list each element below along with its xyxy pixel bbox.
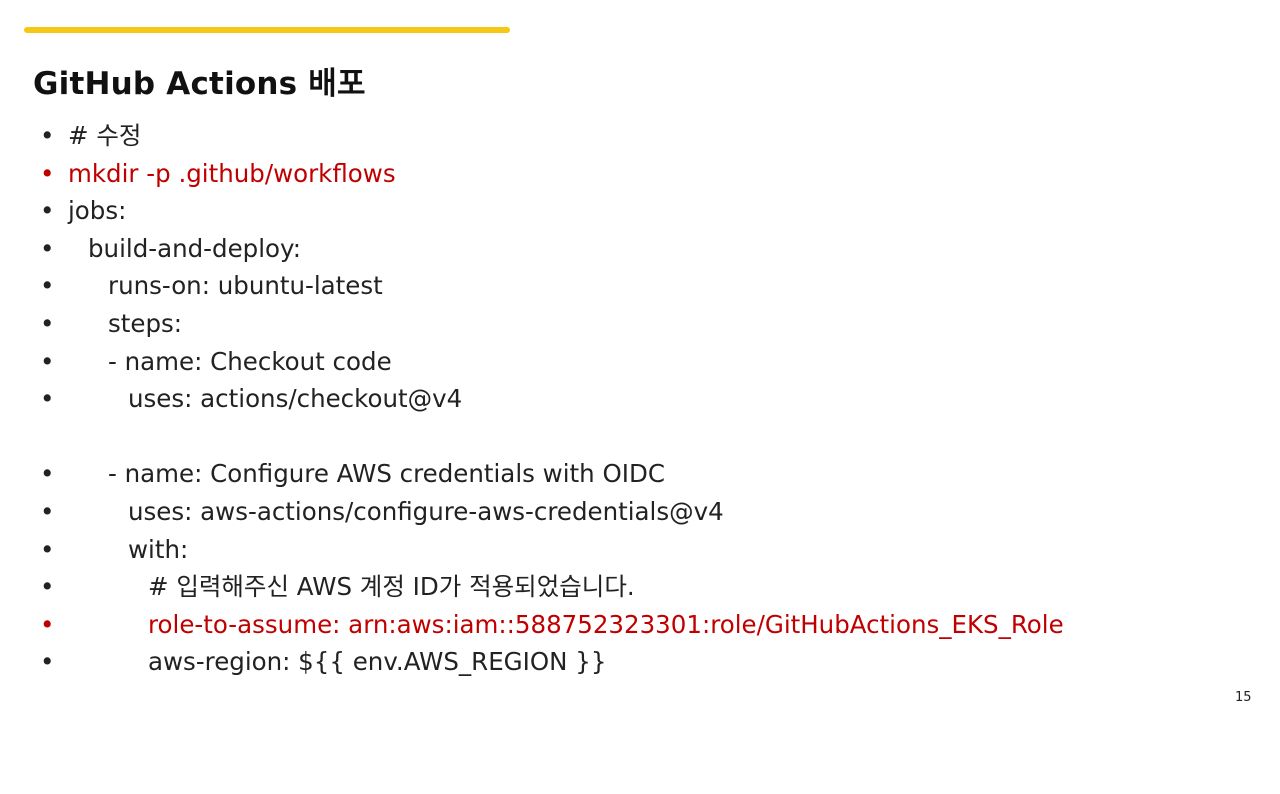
bullet-text: # 입력해주신 AWS 계정 ID가 적용되었습니다. xyxy=(148,572,635,602)
bullet-item: • steps: xyxy=(40,305,1220,343)
bullet-item: • jobs: xyxy=(40,192,1220,230)
bullet-item: • aws-region: ${{ env.AWS_REGION }} xyxy=(40,643,1220,681)
title-accent-bar xyxy=(24,27,510,33)
bullet-text: mkdir -p .github/workflows xyxy=(68,158,396,188)
bullet-text: uses: aws-actions/configure-aws-credenti… xyxy=(128,496,724,526)
blank-line xyxy=(40,418,1220,456)
bullet-marker: • xyxy=(40,346,55,376)
bullet-marker: • xyxy=(40,271,55,301)
bullet-text: runs-on: ubuntu-latest xyxy=(108,271,383,301)
bullet-marker: • xyxy=(40,496,55,526)
bullet-item: • - name: Configure AWS credentials with… xyxy=(40,455,1220,493)
bullet-item: • # 입력해주신 AWS 계정 ID가 적용되었습니다. xyxy=(40,568,1220,606)
bullet-text: steps: xyxy=(108,308,183,338)
bullet-item: • - name: Checkout code xyxy=(40,343,1220,381)
bullet-item: • uses: actions/checkout@v4 xyxy=(40,380,1220,418)
bullet-item: • runs-on: ubuntu-latest xyxy=(40,267,1220,305)
bullet-text: - name: Checkout code xyxy=(108,346,392,376)
bullet-marker: • xyxy=(40,384,55,414)
slide-title: GitHub Actions 배포 xyxy=(33,66,366,102)
bullet-marker: • xyxy=(40,158,55,188)
bullet-item: • # 수정 xyxy=(40,117,1220,155)
bullet-text: with: xyxy=(128,534,189,564)
bullet-marker: • xyxy=(40,121,55,150)
bullet-item: • mkdir -p .github/workflows xyxy=(40,155,1220,193)
bullet-text: aws-region: ${{ env.AWS_REGION }} xyxy=(148,647,607,677)
bullet-text: role-to-assume: arn:aws:iam::58875232330… xyxy=(148,609,1064,639)
bullet-item: • uses: aws-actions/configure-aws-creden… xyxy=(40,493,1220,531)
bullet-marker: • xyxy=(40,609,55,639)
page-number: 15 xyxy=(1235,690,1252,705)
bullet-list: • # 수정 • mkdir -p .github/workflows • jo… xyxy=(40,117,1220,681)
bullet-text: build-and-deploy: xyxy=(88,233,301,263)
bullet-item: • build-and-deploy: xyxy=(40,230,1220,268)
bullet-marker: • xyxy=(40,572,55,602)
bullet-text: # 수정 xyxy=(68,121,142,150)
bullet-marker: • xyxy=(40,459,55,489)
bullet-marker: • xyxy=(40,647,55,677)
bullet-text: uses: actions/checkout@v4 xyxy=(128,384,463,414)
bullet-marker: • xyxy=(40,534,55,564)
bullet-text: - name: Configure AWS credentials with O… xyxy=(108,459,665,489)
bullet-marker: • xyxy=(40,196,55,226)
bullet-marker: • xyxy=(40,233,55,263)
bullet-marker: • xyxy=(40,308,55,338)
bullet-item: • role-to-assume: arn:aws:iam::588752323… xyxy=(40,606,1220,644)
bullet-item: • with: xyxy=(40,531,1220,569)
bullet-text: jobs: xyxy=(68,196,127,226)
